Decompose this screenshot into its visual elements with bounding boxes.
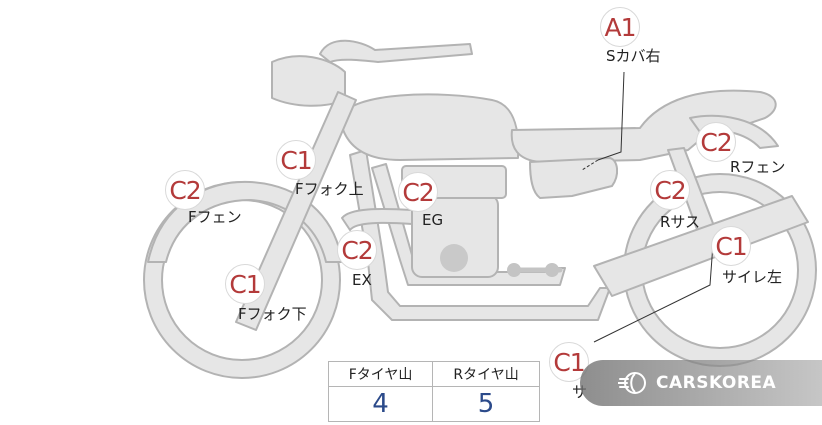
part-label-fork-upper: Fフォク上 bbox=[295, 180, 364, 198]
rear-tire-header: Rタイヤ山 bbox=[432, 361, 540, 387]
watermark-text: CARSKOREA bbox=[656, 373, 777, 393]
handlebar bbox=[319, 39, 473, 63]
seat bbox=[510, 89, 777, 163]
carskorea-watermark: CARSKOREA bbox=[580, 360, 822, 406]
marker-code: C2 bbox=[700, 127, 732, 157]
part-label-rear-shock: Rサス bbox=[660, 213, 701, 231]
muffler bbox=[593, 195, 809, 297]
leader-a1 bbox=[597, 71, 625, 161]
frame-lower bbox=[349, 149, 611, 321]
rear-tire-value: 5 bbox=[432, 386, 540, 422]
exhaust-pipe bbox=[341, 207, 413, 231]
table-header-row: Fタイヤ山 Rタイヤ山 bbox=[327, 361, 540, 387]
part-marker-silencer-left: C1 bbox=[711, 226, 751, 266]
front-fork bbox=[235, 91, 357, 331]
part-label-silencer-left: サイレ左 bbox=[722, 268, 783, 286]
leader-c1-silencer bbox=[593, 243, 714, 343]
marker-code: C2 bbox=[402, 177, 434, 207]
engine-dot bbox=[440, 244, 468, 272]
marker-code: C1 bbox=[715, 231, 747, 261]
marker-code: C2 bbox=[169, 175, 201, 205]
part-marker-fork-lower: C1 bbox=[225, 264, 265, 304]
part-marker-exhaust: C2 bbox=[337, 230, 377, 270]
carskorea-logo-icon bbox=[618, 372, 646, 394]
marker-code: C1 bbox=[280, 145, 312, 175]
part-marker-fork-upper: C1 bbox=[276, 140, 316, 180]
part-marker-rear-fender: C2 bbox=[696, 122, 736, 162]
table-value-row: 4 5 bbox=[327, 386, 540, 422]
leader-a1-dash bbox=[581, 159, 599, 171]
part-label-exhaust: EX bbox=[352, 271, 372, 289]
part-marker-engine: C2 bbox=[398, 172, 438, 212]
marker-code: C1 bbox=[553, 347, 585, 377]
marker-code: C1 bbox=[229, 269, 261, 299]
tire-tread-table: Fタイヤ山 Rタイヤ山 4 5 bbox=[327, 361, 540, 422]
part-marker-front-fender: C2 bbox=[165, 170, 205, 210]
headlight bbox=[271, 55, 346, 107]
part-label-front-fender: Fフェン bbox=[188, 208, 242, 226]
side-cover bbox=[529, 157, 618, 199]
part-label-fork-lower: Fフォク下 bbox=[238, 305, 307, 323]
marker-code: C2 bbox=[654, 175, 686, 205]
part-label-rear-fender: Rフェン bbox=[730, 158, 786, 176]
marker-code: A1 bbox=[604, 12, 636, 42]
marker-code: C2 bbox=[341, 235, 373, 265]
front-tire-header: Fタイヤ山 bbox=[327, 361, 434, 387]
part-label-engine: EG bbox=[422, 211, 444, 229]
part-marker-rear-shock: C2 bbox=[650, 170, 690, 210]
front-tire-value: 4 bbox=[327, 386, 434, 422]
part-marker-a1: A1 bbox=[600, 7, 640, 47]
part-label-side-cover-right: Sカバ右 bbox=[606, 47, 661, 65]
fuel-tank bbox=[339, 93, 520, 161]
